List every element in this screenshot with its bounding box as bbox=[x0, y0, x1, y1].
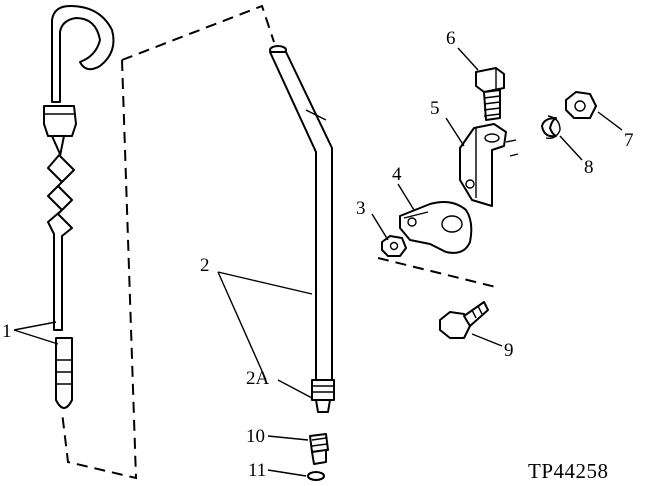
callout-10: 10 bbox=[246, 426, 265, 447]
leader-lines bbox=[13, 47, 623, 477]
part-5-bracket bbox=[459, 123, 519, 207]
part-4-clamp bbox=[399, 201, 473, 254]
callout-3: 3 bbox=[356, 198, 366, 219]
callout-6: 6 bbox=[446, 28, 456, 49]
callout-7: 7 bbox=[624, 130, 634, 151]
callout-4: 4 bbox=[392, 164, 402, 185]
part-2-guide-tube bbox=[269, 45, 335, 413]
part-6-bolt bbox=[475, 67, 505, 121]
callout-5: 5 bbox=[430, 98, 440, 119]
part-1-dipstick bbox=[43, 5, 115, 409]
figure-code: TP44258 bbox=[528, 459, 609, 483]
assembly-dashed-lines bbox=[61, 4, 501, 480]
part-8-lock-washer bbox=[541, 115, 561, 140]
callout-11: 11 bbox=[248, 460, 266, 481]
part-7-nut bbox=[565, 91, 597, 119]
callout-2a: 2A bbox=[246, 368, 270, 389]
callout-labels: 1 2 2A 10 11 3 4 5 6 7 8 9 bbox=[2, 28, 634, 481]
part-11-washer bbox=[307, 471, 325, 481]
callout-8: 8 bbox=[584, 157, 594, 178]
callout-9: 9 bbox=[504, 340, 514, 361]
part-9-cap-screw bbox=[439, 301, 489, 339]
part-10-fitting bbox=[309, 433, 329, 465]
callout-2: 2 bbox=[200, 255, 210, 276]
part-3-nut bbox=[381, 235, 407, 257]
callout-1: 1 bbox=[2, 321, 12, 342]
